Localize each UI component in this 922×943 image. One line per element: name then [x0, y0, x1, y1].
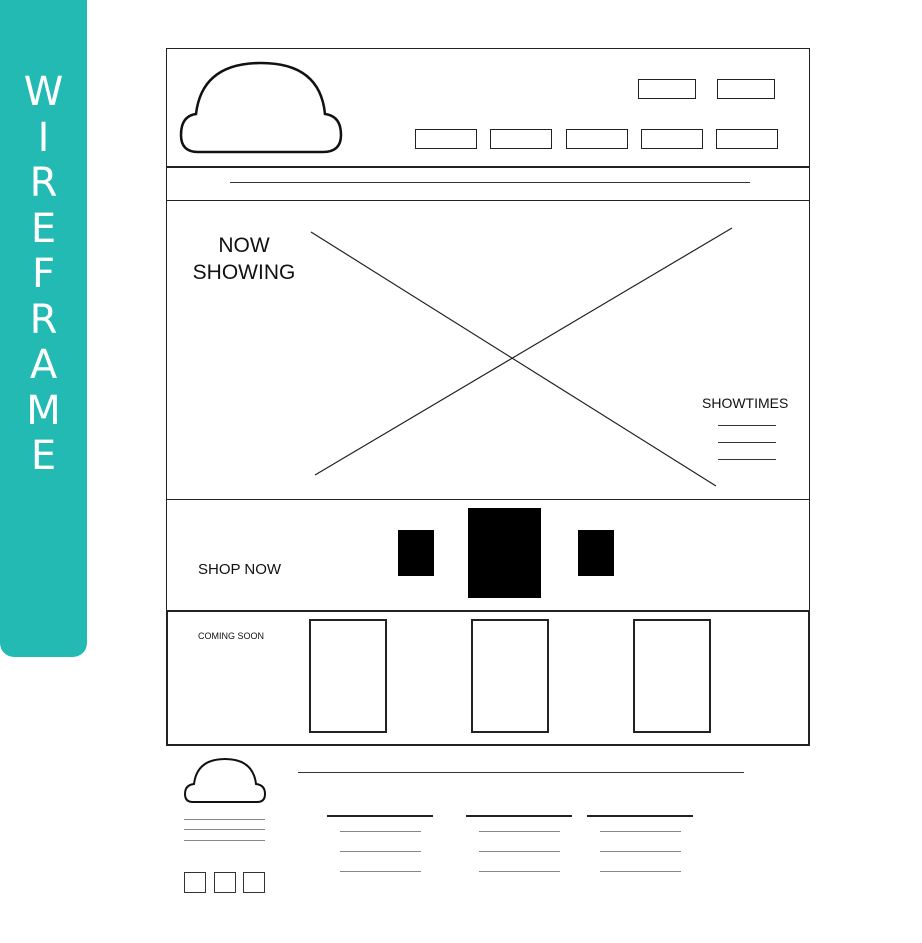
footer-column-heading	[587, 815, 693, 817]
footer-column-heading	[466, 815, 572, 817]
shop-now-label[interactable]: SHOP NOW	[198, 561, 282, 578]
nav-button[interactable]	[415, 129, 477, 149]
banner-letter: F	[31, 251, 55, 297]
banner-letter: E	[30, 205, 57, 252]
utility-button[interactable]	[638, 79, 696, 99]
footer-link[interactable]	[340, 831, 421, 832]
nav-button[interactable]	[490, 129, 552, 149]
banner-letter: E	[30, 433, 57, 479]
showtime-line[interactable]	[718, 425, 776, 426]
nav-button[interactable]	[716, 129, 778, 149]
banner-letter: A	[29, 342, 58, 388]
wireframe-banner-text: W I R E F R A M E	[0, 69, 87, 480]
footer-link[interactable]	[479, 831, 560, 832]
showtimes-label: SHOWTIMES	[702, 395, 789, 411]
footer-text-line	[184, 819, 265, 820]
now-showing-title-line: NOW	[218, 234, 270, 257]
product-thumbnail[interactable]	[578, 530, 614, 576]
footer-link[interactable]	[600, 851, 681, 852]
cloud-logo-icon[interactable]	[178, 60, 344, 156]
social-icon[interactable]	[184, 872, 206, 893]
banner-letter: R	[29, 296, 58, 343]
hero-section	[166, 200, 810, 500]
movie-poster-card[interactable]	[633, 619, 711, 733]
movie-poster-card[interactable]	[309, 619, 387, 733]
wireframe-banner: W I R E F R A M E	[0, 0, 87, 657]
banner-letter: I	[37, 114, 50, 161]
social-icon[interactable]	[243, 872, 265, 893]
movie-poster-card[interactable]	[471, 619, 549, 733]
banner-letter: R	[29, 160, 58, 206]
showtime-line[interactable]	[718, 442, 776, 443]
subheader-line	[230, 182, 750, 183]
footer-text-line	[184, 829, 265, 830]
nav-button[interactable]	[641, 129, 703, 149]
showtime-line[interactable]	[718, 459, 776, 460]
social-icon[interactable]	[214, 872, 236, 893]
footer-link[interactable]	[340, 851, 421, 852]
footer-text-line	[184, 840, 265, 841]
footer-link[interactable]	[340, 871, 421, 872]
footer-link[interactable]	[479, 851, 560, 852]
footer-link[interactable]	[600, 831, 681, 832]
cloud-logo-icon[interactable]	[183, 757, 267, 805]
crossed-image-placeholder-icon	[310, 227, 733, 487]
footer-link[interactable]	[600, 871, 681, 872]
product-thumbnail[interactable]	[398, 530, 434, 576]
subheader-bar	[166, 167, 810, 201]
footer-link[interactable]	[479, 871, 560, 872]
coming-soon-label: COMING SOON	[198, 631, 265, 641]
banner-letter: M	[26, 387, 61, 434]
footer-column-heading	[327, 815, 433, 817]
utility-button[interactable]	[717, 79, 775, 99]
nav-button[interactable]	[566, 129, 628, 149]
footer-divider	[298, 772, 744, 773]
banner-letter: W	[23, 69, 64, 115]
now-showing-title-line: SHOWING	[192, 261, 296, 284]
now-showing-title: NOW SHOWING	[179, 232, 309, 286]
product-featured[interactable]	[468, 508, 541, 598]
